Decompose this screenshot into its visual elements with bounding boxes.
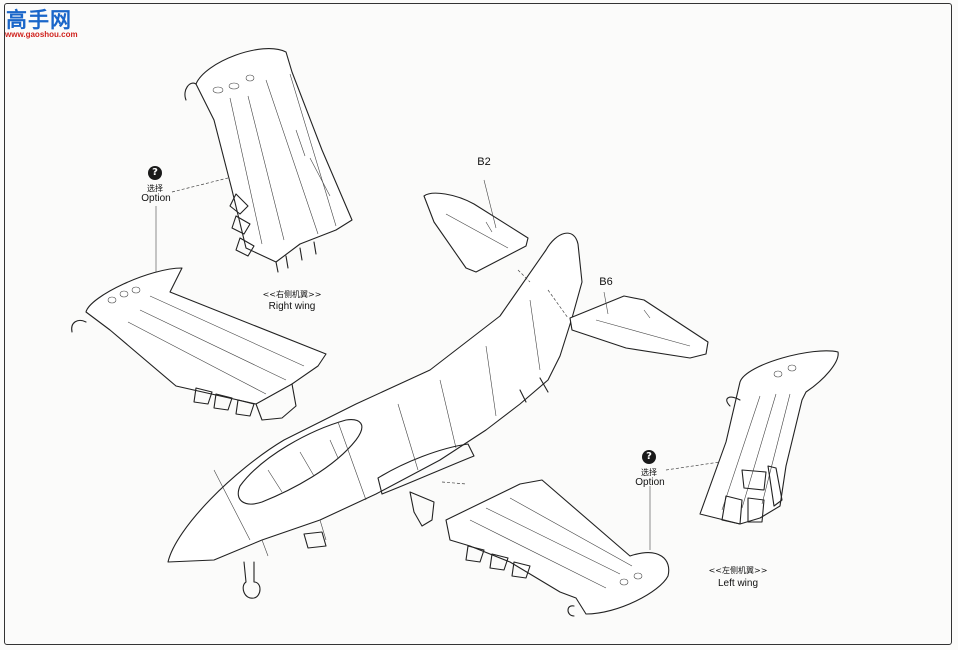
question-circle-icon: ? [148, 166, 162, 180]
left-wing-caption-cn: <<左侧机翼>> [708, 566, 768, 575]
left-option-label-en: Option [635, 477, 665, 488]
right-wing-attached [71, 267, 327, 421]
tail-part-b6 [569, 295, 709, 359]
sheet-border [4, 3, 952, 645]
right-wing-caption-en: Right wing [268, 301, 316, 312]
site-logo: 高手网 www.gaoshou.com [2, 2, 78, 42]
logo-text: 高手网 [6, 8, 72, 32]
fuselage [167, 232, 583, 599]
tail-part-b2 [423, 192, 529, 273]
right-option-label-en: Option [141, 193, 171, 204]
part-label-b2: B2 [477, 156, 491, 168]
right-wing-folded [184, 48, 353, 273]
left-wing-caption-en: Left wing [717, 578, 759, 589]
part-label-b6: B6 [599, 276, 613, 288]
left-option-label-cn: 选择 [641, 468, 657, 477]
left-wing-attached [445, 479, 670, 617]
logo-url: www.gaoshou.com [5, 30, 78, 39]
left-wing-folded [699, 350, 839, 525]
question-circle-icon: ? [642, 450, 656, 464]
right-option-label-cn: 选择 [147, 184, 163, 193]
right-wing-caption-cn: <<右侧机翼>> [262, 290, 322, 299]
